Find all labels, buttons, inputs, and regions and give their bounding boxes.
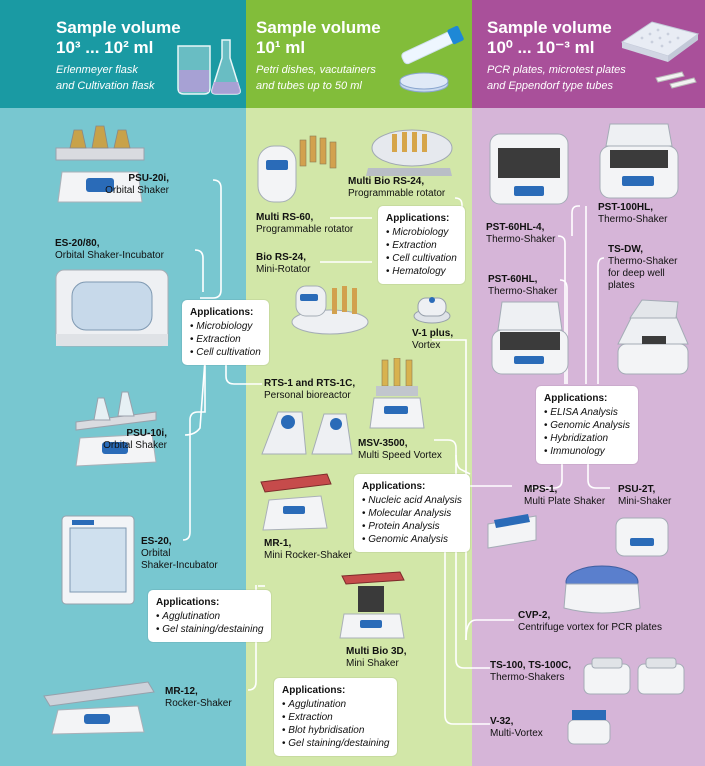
microplate-and-tubes-icon xyxy=(620,21,700,89)
header-title: Sample volume xyxy=(56,18,181,37)
application-item: ELISA Analysis xyxy=(544,406,630,419)
tube-and-petri-dish-icon xyxy=(399,26,464,93)
application-item: Immunology xyxy=(544,445,630,458)
header-volume: 10⁰ ... 10⁻³ ml xyxy=(487,38,595,57)
mini-rocker-shaker-mr1-image xyxy=(260,473,332,531)
applications-heading: Applications: xyxy=(386,213,450,224)
application-item: Nucleic acid Analysis xyxy=(362,494,462,507)
application-item: Extraction xyxy=(386,239,457,252)
device-label-psu10i: PSU-10i,Orbital Shaker xyxy=(103,428,167,451)
multi-vortex-v32-image xyxy=(567,710,611,745)
rotator-multirs60-image xyxy=(257,135,337,203)
device-label-msv3500: MSV-3500,Multi Speed Vortex xyxy=(358,438,442,461)
applications-box-shakers: Applications: Microbiology Extraction Ce… xyxy=(182,300,269,365)
header-desc-line1: PCR plates, microtest plates xyxy=(487,64,626,76)
applications-box-rockers: Applications: Agglutination Gel staining… xyxy=(148,590,272,642)
mini-shaker-multibio3d-image xyxy=(339,571,405,639)
application-item: Microbiology xyxy=(386,226,457,239)
device-label-v32: V-32,Multi-Vortex xyxy=(490,716,543,739)
application-item: Cell cultivation xyxy=(386,252,456,265)
thermo-shaker-pst100hl-image xyxy=(599,123,679,199)
device-label-psu20i: PSU-20i,Orbital Shaker xyxy=(105,173,169,196)
thermo-shaker-pst60hl4-image xyxy=(489,133,569,205)
flask-icon xyxy=(177,39,241,95)
device-label-multibiors24: Multi Bio RS-24,Programmable rotator xyxy=(348,176,446,199)
device-label-pst100hl: PST-100HL,Thermo-Shaker xyxy=(598,202,668,225)
header-desc-line2: and Eppendorf type tubes xyxy=(487,80,613,92)
application-item: Extraction xyxy=(282,711,389,724)
device-label-mr1: MR-1,Mini Rocker-Shaker xyxy=(264,538,352,561)
application-item: Agglutination xyxy=(282,698,389,711)
header-title: Sample volume xyxy=(256,18,381,37)
orbital-shaker-psu10i-image xyxy=(75,391,157,467)
device-label-psu2t: PSU-2T,Mini-Shaker xyxy=(618,484,672,507)
header-desc-line1: Erlenmeyer flask xyxy=(56,64,138,76)
applications-heading: Applications: xyxy=(282,685,346,696)
applications-box-thermo-shakers: Applications: ELISA Analysis Genomic Ana… xyxy=(536,386,638,464)
applications-heading: Applications: xyxy=(362,481,426,492)
device-label-cvp2: CVP-2,Centrifuge vortex for PCR plates xyxy=(518,610,662,633)
bioreactor-rts1-image xyxy=(261,411,353,455)
shaker-incubator-es20-image xyxy=(61,515,135,605)
device-label-pst60hl4: PST-60HL-4,Thermo-Shaker xyxy=(486,222,556,245)
application-item: Molecular Analysis xyxy=(362,507,462,520)
applications-box-vortex: Applications: Nucleic acid Analysis Mole… xyxy=(354,474,470,552)
application-item: Hematology xyxy=(386,265,457,278)
application-item: Genomic Analysis xyxy=(362,533,462,546)
centrifuge-vortex-cvp2-image xyxy=(563,565,641,614)
multi-plate-shaker-mps1-image xyxy=(487,514,537,549)
device-label-multibio3d: Multi Bio 3D,Mini Shaker xyxy=(346,646,407,669)
column-large-volume: Sample volume 10³ ... 10² ml Erlenmeyer … xyxy=(0,0,246,766)
thermo-shaker-pst60hl-image xyxy=(491,301,569,375)
shaker-incubator-es2080-image xyxy=(55,269,169,347)
device-label-pst60hl: PST-60HL,Thermo-Shaker xyxy=(488,274,558,297)
header-volume: 10¹ ml xyxy=(256,38,306,57)
applications-box-rotators: Applications: Microbiology Extraction Ce… xyxy=(378,206,465,284)
column-header: Sample volume 10¹ ml Petri dishes, vacut… xyxy=(246,0,472,108)
device-label-biors24: Bio RS-24,Mini-Rotator xyxy=(256,252,311,275)
application-item: Gel staining/destaining xyxy=(156,623,263,636)
application-item: Blot hybridisation xyxy=(282,724,389,737)
application-item: Agglutination xyxy=(156,610,263,623)
application-item: Microbiology xyxy=(190,320,261,333)
header-desc-line2: and Cultivation flask xyxy=(56,80,155,92)
applications-box-mini-shaker: Applications: Agglutination Extraction B… xyxy=(274,678,398,756)
device-label-ts100: TS-100, TS-100C,Thermo-Shakers xyxy=(490,660,572,683)
thermo-shaker-tsdw-image xyxy=(617,299,689,375)
applications-heading: Applications: xyxy=(544,393,608,404)
device-label-mr12: MR-12,Rocker-Shaker xyxy=(165,686,232,709)
device-label-v1plus: V-1 plus,Vortex xyxy=(412,328,454,351)
header-desc-line1: Petri dishes, vacutainers xyxy=(256,64,376,76)
header-title: Sample volume xyxy=(487,18,612,37)
device-label-multirs60: Multi RS-60,Programmable rotator xyxy=(256,212,354,235)
column-header: Sample volume 10³ ... 10² ml Erlenmeyer … xyxy=(0,0,246,108)
application-item: Hybridization xyxy=(544,432,630,445)
column-header: Sample volume 10⁰ ... 10⁻³ ml PCR plates… xyxy=(472,0,705,108)
application-item: Genomic Analysis xyxy=(544,419,630,432)
application-item: Protein Analysis xyxy=(362,520,462,533)
rocker-shaker-mr12-image xyxy=(43,681,155,735)
minirotator-biors24-image xyxy=(291,285,369,335)
applications-heading: Applications: xyxy=(156,597,220,608)
vortex-v1plus-image xyxy=(413,297,451,324)
device-label-rts1: RTS-1 and RTS-1C,Personal bioreactor xyxy=(264,378,356,401)
header-desc-line2: and tubes up to 50 ml xyxy=(256,80,362,92)
rotator-multibiors24-image xyxy=(366,129,453,176)
thermo-shakers-ts100-image xyxy=(583,657,685,695)
mini-shaker-psu2t-image xyxy=(615,517,669,557)
orbital-shaker-psu20i-image xyxy=(55,125,145,203)
device-label-es2080: ES-20/80,Orbital Shaker-Incubator xyxy=(55,238,164,261)
header-volume: 10³ ... 10² ml xyxy=(56,38,154,57)
applications-heading: Applications: xyxy=(190,307,254,318)
application-item: Extraction xyxy=(190,333,261,346)
application-item: Gel staining/destaining xyxy=(282,737,389,750)
device-label-mps1: MPS-1,Multi Plate Shaker xyxy=(524,484,606,507)
application-item: Cell cultivation xyxy=(190,346,260,359)
multi-speed-vortex-msv3500-image xyxy=(369,358,425,429)
